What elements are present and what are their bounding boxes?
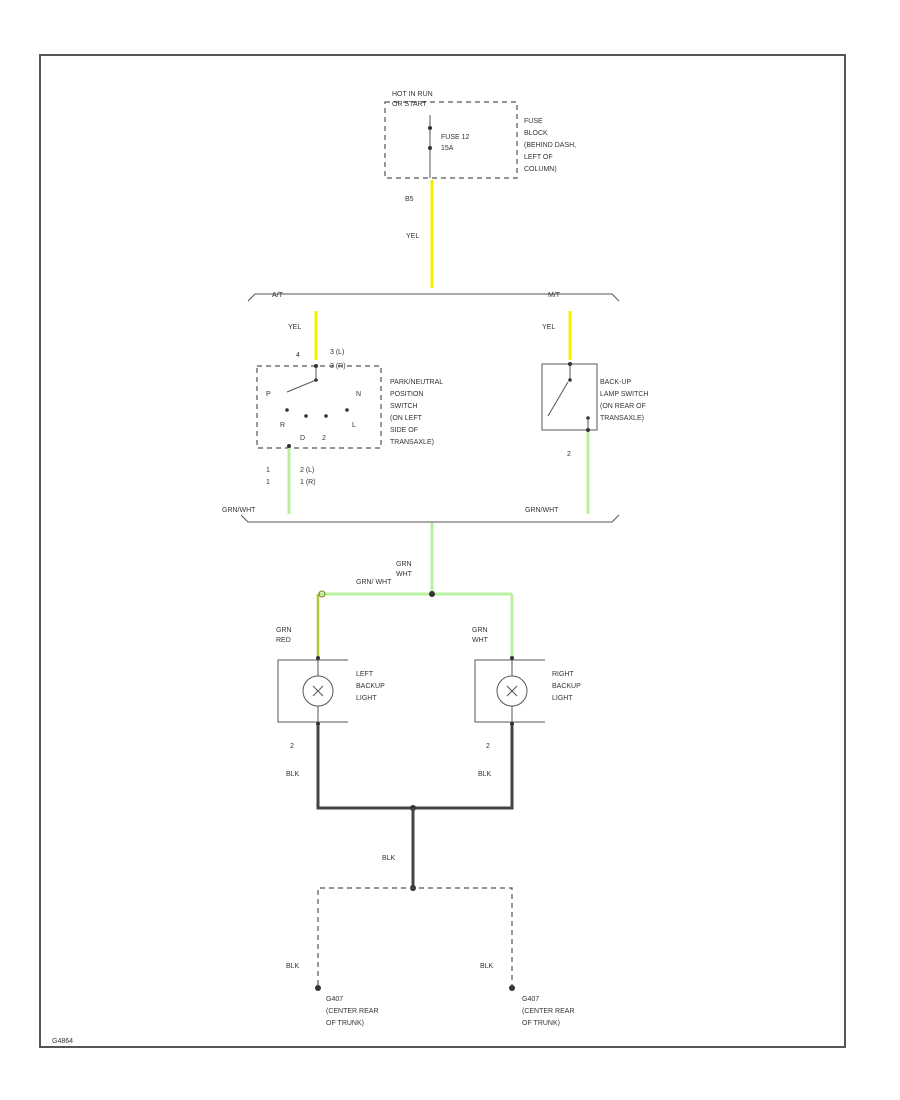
right-light-desc-3: LIGHT — [552, 695, 573, 702]
branch-bracket-top — [247, 293, 620, 302]
backup-lamp-switch: BACK-UP LAMP SWITCH (ON REAR OF TRANSAXL… — [541, 362, 649, 458]
pnp-pos-n: N — [356, 391, 361, 398]
supply-label: HOT IN RUN — [392, 91, 433, 98]
wire-label-blk-ground-right: BLK — [480, 963, 494, 970]
ground-right: G407 (CENTER REAR OF TRUNK) — [522, 996, 575, 1027]
branch-label-mt: M/T — [548, 292, 561, 299]
park-neutral-switch: 4 3 (L) 3 (R) P R N D 2 L PARK/NEUTRAL P… — [256, 349, 443, 486]
left-light-desc-2: BACKUP — [356, 683, 385, 690]
wire-label-blk-ground-left: BLK — [286, 963, 300, 970]
pnp-desc-1: PARK/NEUTRAL — [390, 379, 443, 386]
wire-label-right-lamp-2: WHT — [472, 637, 489, 644]
wire-label-yel-left: YEL — [288, 324, 301, 331]
pnp-pin-bottom-2: 1 — [266, 479, 270, 486]
left-light-desc-3: LIGHT — [356, 695, 377, 702]
pnp-desc-4: (ON LEFT — [390, 415, 423, 422]
wire-label-grn-right: GRN/WHT — [525, 507, 559, 514]
supply-label-2: OR START — [392, 101, 427, 108]
fuse-pin-label: B5 — [405, 196, 414, 203]
backup-switch-desc-2: LAMP SWITCH — [600, 391, 649, 398]
backup-switch-desc-4: TRANSAXLE) — [600, 415, 644, 422]
left-light-pin: 2 — [290, 743, 294, 750]
backup-switch-desc-1: BACK-UP — [600, 379, 631, 386]
diagram-code: G4864 — [52, 1038, 73, 1045]
right-backup-light: RIGHT BACKUP LIGHT 2 — [474, 656, 581, 750]
fuse-block-desc-3: (BEHIND DASH, — [524, 142, 576, 149]
wire-label-yel-main: YEL — [406, 233, 419, 240]
wire-label-right-lamp-1: GRN — [472, 627, 488, 634]
ground-right-desc-1: (CENTER REAR — [522, 1008, 575, 1015]
wire-label-grn-center-2: WHT — [396, 571, 413, 578]
wire-label-left-lamp-1: GRN — [276, 627, 292, 634]
backup-switch-desc-3: (ON REAR OF — [600, 403, 646, 410]
fuse-block: HOT IN RUN OR START FUSE 12 15A FUSE BLO… — [384, 91, 576, 203]
pnp-desc-2: POSITION — [390, 391, 423, 398]
pnp-pin-3l: 3 (L) — [330, 349, 344, 356]
branch-bracket-bottom — [240, 514, 620, 523]
pnp-pin-bottom-3: 2 (L) — [300, 467, 314, 474]
pnp-pin-bottom-1: 1 — [266, 467, 270, 474]
fuse-block-desc-4: LEFT OF — [524, 154, 553, 161]
pnp-pos-2: 2 — [322, 435, 326, 442]
wire-label-left-lamp-2: RED — [276, 637, 291, 644]
wire-label-grn-center-1: GRN — [396, 561, 412, 568]
fuse-label: FUSE 12 — [441, 134, 470, 141]
ground-left: G407 (CENTER REAR OF TRUNK) — [326, 996, 379, 1027]
ground-right-code: G407 — [522, 996, 539, 1003]
fuse-block-desc-5: COLUMN) — [524, 166, 557, 173]
pnp-pin-4: 4 — [296, 352, 300, 359]
pnp-desc-3: SWITCH — [390, 403, 418, 410]
wire-label-blk-left: BLK — [286, 771, 300, 778]
pnp-desc-5: SIDE OF — [390, 427, 418, 434]
diagram-frame — [39, 54, 846, 1048]
right-light-desc-2: BACKUP — [552, 683, 581, 690]
pnp-desc-6: TRANSAXLE) — [390, 439, 434, 446]
pnp-pos-d: D — [300, 435, 305, 442]
pnp-pos-l: L — [352, 422, 356, 429]
wire-label-grn-left: GRN/WHT — [222, 507, 256, 514]
pnp-pin-bottom-4: 1 (R) — [300, 479, 316, 486]
backup-switch-pin: 2 — [567, 451, 571, 458]
pnp-pos-r: R — [280, 422, 285, 429]
wire-label-blk-right: BLK — [478, 771, 492, 778]
pnp-pos-p: P — [266, 391, 271, 398]
ground-left-desc-1: (CENTER REAR — [326, 1008, 379, 1015]
fuse-block-desc-2: BLOCK — [524, 130, 548, 137]
wire-label-blk-center: BLK — [382, 855, 396, 862]
wire-label-grn-horizontal: GRN/ WHT — [356, 579, 392, 586]
left-backup-light: LEFT BACKUP LIGHT 2 — [277, 656, 385, 750]
ground-bracket — [317, 887, 513, 985]
branch-label-at: A/T — [272, 292, 284, 299]
right-light-pin: 2 — [486, 743, 490, 750]
ground-left-desc-2: OF TRUNK) — [326, 1020, 364, 1027]
ground-right-desc-2: OF TRUNK) — [522, 1020, 560, 1027]
splice-marker — [318, 590, 326, 598]
pnp-pin-3r: 3 (R) — [330, 363, 346, 370]
fuse-rating: 15A — [441, 145, 454, 152]
ground-left-code: G407 — [326, 996, 343, 1003]
left-light-desc-1: LEFT — [356, 671, 374, 678]
wire-label-yel-right: YEL — [542, 324, 555, 331]
right-light-desc-1: RIGHT — [552, 671, 575, 678]
wire-black-lamps — [316, 726, 514, 810]
fuse-block-desc-1: FUSE — [524, 118, 543, 125]
